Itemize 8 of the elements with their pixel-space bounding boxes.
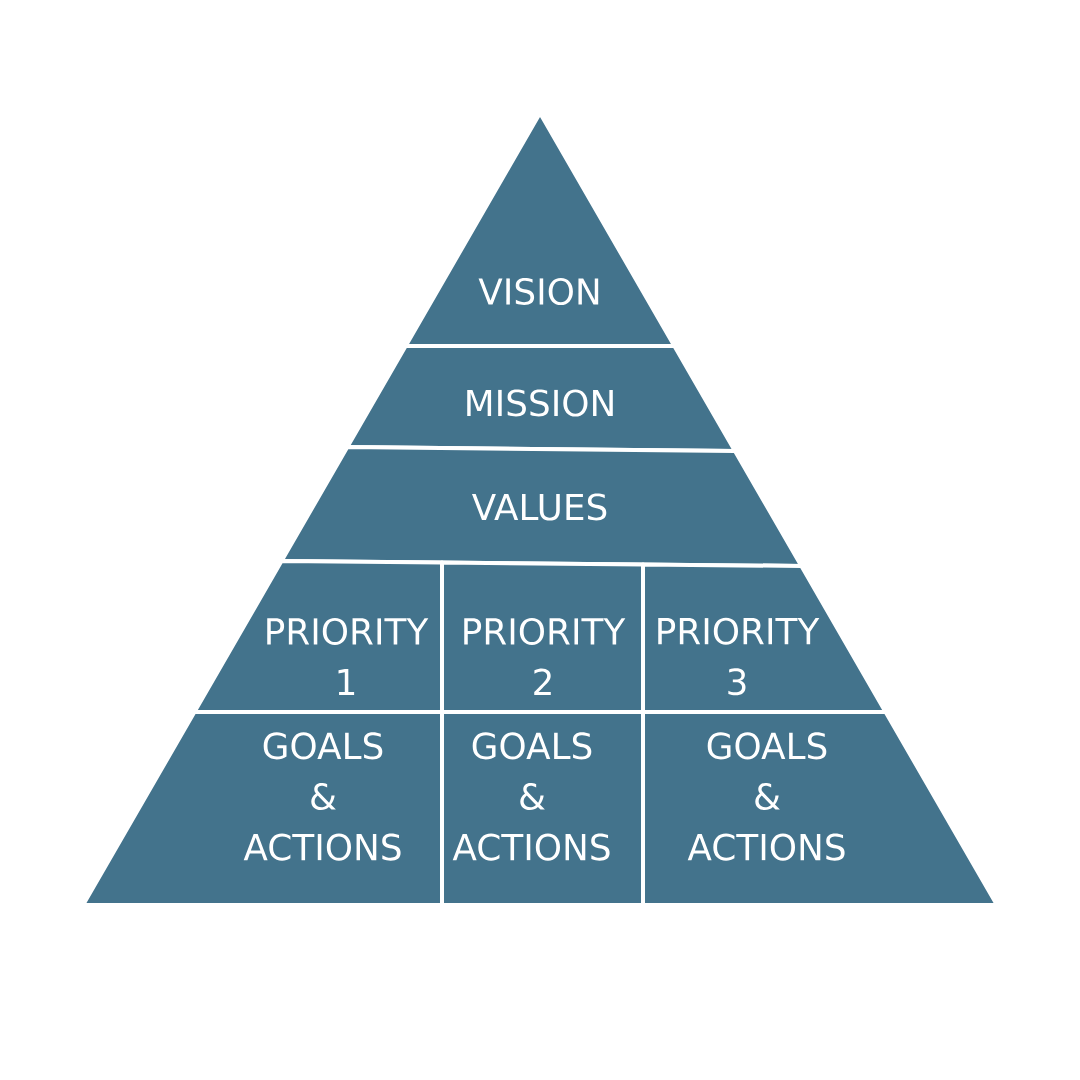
pyramid-cell: GOALS & ACTIONS xyxy=(440,710,645,907)
pyramid-cell: PRIORITY 2 xyxy=(440,560,645,714)
pyramid-cell: PRIORITY 1 xyxy=(192,559,444,714)
pyramid-tier: MISSION xyxy=(345,344,737,453)
pyramid-tier: VISION xyxy=(403,111,677,348)
pyramid-cell: GOALS & ACTIONS xyxy=(81,710,444,907)
pyramid-cell: GOALS & ACTIONS xyxy=(641,710,999,907)
pyramid-cell: PRIORITY 3 xyxy=(641,562,888,714)
